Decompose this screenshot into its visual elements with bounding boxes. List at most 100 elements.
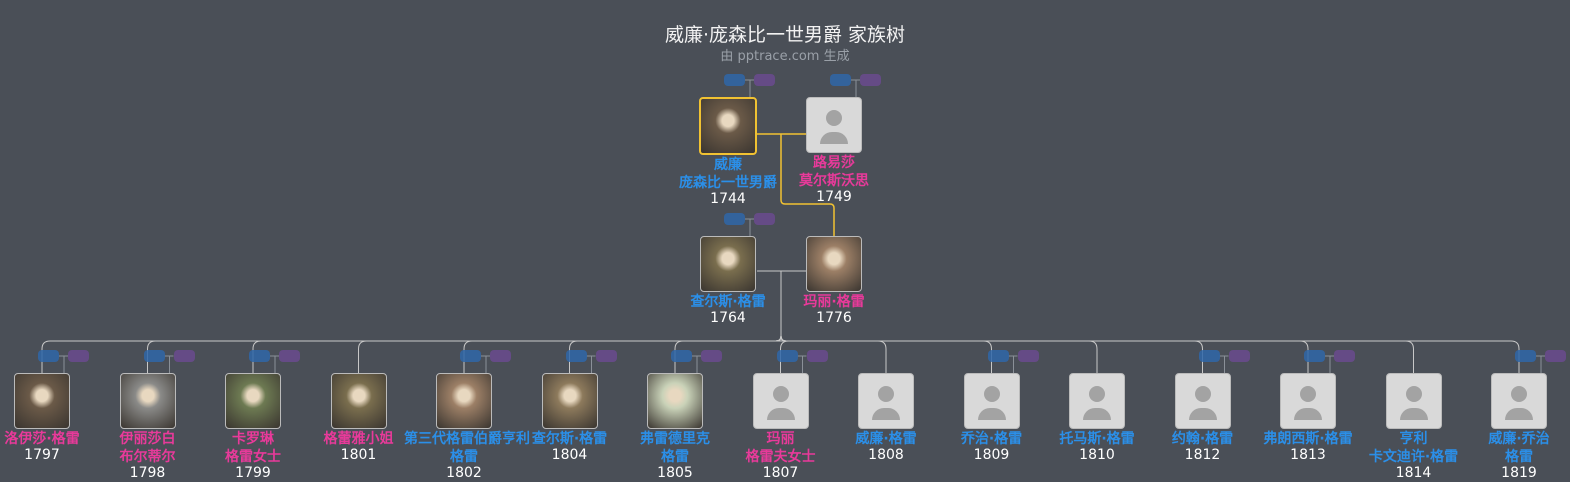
button-connector — [586, 355, 596, 373]
birth-year: 1801 — [340, 447, 377, 463]
avatar-placeholder[interactable] — [1069, 373, 1125, 429]
parents-button[interactable] — [1304, 350, 1325, 362]
parents-button[interactable] — [724, 74, 745, 86]
parents-button[interactable] — [671, 350, 692, 362]
person-name: 洛伊莎·格雷 — [4, 431, 80, 447]
person-icon-body — [1083, 408, 1111, 420]
avatar-placeholder[interactable] — [1491, 373, 1547, 429]
spouse-button[interactable] — [860, 74, 881, 86]
person-name: 格雷 — [450, 449, 478, 465]
avatar[interactable] — [119, 373, 176, 429]
birth-year: 1799 — [235, 465, 271, 481]
avatar[interactable] — [14, 373, 70, 429]
parents-button[interactable] — [830, 74, 851, 86]
person-name: 莫尔斯沃思 — [799, 173, 869, 189]
button-connector — [481, 355, 490, 373]
spouse-button[interactable] — [1017, 350, 1039, 362]
person-name: 威廉·乔治 — [1488, 431, 1550, 447]
avatar-placeholder[interactable] — [963, 373, 1020, 429]
parents-button[interactable] — [1198, 350, 1220, 362]
avatar-placeholder[interactable] — [752, 373, 809, 429]
person-name: 乔治·格雷 — [960, 431, 1023, 447]
person-icon-body — [1505, 408, 1533, 420]
birth-year: 1764 — [710, 310, 746, 326]
parents-button[interactable] — [1515, 350, 1536, 362]
parents-button[interactable] — [776, 350, 798, 362]
avatar[interactable] — [330, 373, 387, 429]
person-icon-body — [1294, 408, 1322, 420]
person-name: 玛丽·格雷 — [803, 294, 865, 310]
person-name: 约翰·格雷 — [1171, 431, 1234, 447]
button-connector — [745, 218, 754, 236]
avatar[interactable] — [647, 373, 703, 429]
avatar[interactable] — [806, 236, 862, 292]
spouse-button[interactable] — [173, 350, 195, 362]
page-title: 威廉·庞森比一世男爵 家族树 — [664, 24, 906, 46]
person-icon-body — [766, 408, 795, 420]
person-name: 玛丽 — [766, 431, 795, 447]
avatar-placeholder[interactable] — [1280, 373, 1336, 429]
avatar-placeholder[interactable] — [1174, 373, 1231, 429]
parents-button[interactable] — [249, 350, 270, 362]
descent-line — [780, 134, 835, 236]
spouse-button[interactable] — [754, 74, 775, 86]
person-icon — [1194, 386, 1211, 402]
parents-button[interactable] — [460, 350, 481, 362]
parents-button[interactable] — [724, 213, 745, 225]
avatar[interactable] — [700, 236, 756, 292]
spouse-button[interactable] — [806, 350, 828, 362]
avatar-placeholder[interactable] — [806, 97, 862, 153]
avatar[interactable] — [699, 97, 757, 155]
birth-year: 1814 — [1395, 465, 1432, 481]
birth-year: 1808 — [868, 447, 904, 463]
parents-button[interactable] — [143, 350, 165, 362]
avatar[interactable] — [436, 373, 492, 429]
person-name: 弗朗西斯·格雷 — [1263, 431, 1353, 447]
avatar-placeholder[interactable] — [1385, 373, 1442, 429]
spouse-button[interactable] — [701, 350, 722, 362]
spouse-button[interactable] — [279, 350, 300, 362]
spouse-button[interactable] — [1334, 350, 1355, 362]
spouse-button[interactable] — [1545, 350, 1566, 362]
birth-year: 1804 — [551, 447, 588, 463]
person-name: 卡罗琳 — [232, 431, 274, 447]
birth-year: 1798 — [129, 465, 166, 481]
avatar[interactable] — [225, 373, 281, 429]
person-name: 格雷女士 — [225, 449, 281, 465]
avatar-placeholder[interactable] — [858, 373, 914, 429]
avatar[interactable] — [541, 373, 598, 429]
parents-button[interactable] — [38, 350, 59, 362]
spouse-button[interactable] — [68, 350, 89, 362]
child-connector — [463, 335, 782, 373]
person-icon-body — [872, 408, 900, 420]
parents-button[interactable] — [565, 350, 587, 362]
spouse-button[interactable] — [595, 350, 617, 362]
spouse-button[interactable] — [490, 350, 511, 362]
parents-button[interactable] — [987, 350, 1009, 362]
person-icon-body — [1188, 408, 1217, 420]
spouse-button[interactable] — [754, 213, 775, 225]
person-name: 托马斯·格雷 — [1059, 431, 1135, 447]
person-icon — [1300, 386, 1316, 402]
spouse-button[interactable] — [1228, 350, 1250, 362]
person-icon — [1089, 386, 1105, 402]
